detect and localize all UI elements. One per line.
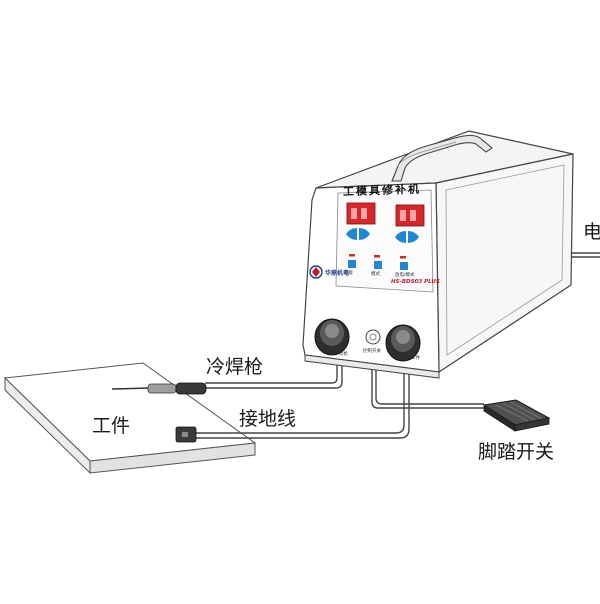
indicator-led: [374, 255, 380, 258]
foot-switch-cable: [371, 340, 484, 409]
right-knob[interactable]: [385, 324, 421, 362]
left-adjust-buttons[interactable]: [346, 228, 370, 240]
power-label: 电: [583, 221, 600, 243]
welding-gun-cable: [205, 345, 338, 384]
brand-name: 华鼎机电: [325, 270, 350, 277]
knob-left-label: 焊枪: [339, 352, 348, 357]
control-panel: [309, 189, 434, 293]
foot-pedal-icon: [482, 399, 551, 432]
knob-right-label: 工件: [411, 356, 420, 361]
indicator-led: [349, 254, 355, 257]
right-adjust-buttons[interactable]: [395, 231, 419, 243]
mode-button-1[interactable]: [348, 260, 356, 268]
model-number: HS-BDS03 PLUS: [391, 279, 440, 285]
ground-wire-label: 接地线: [239, 408, 297, 430]
left-knob[interactable]: [314, 318, 350, 356]
control-socket[interactable]: [365, 329, 381, 345]
ground-clamp-icon: [175, 426, 197, 443]
indicator-led: [400, 256, 406, 259]
welding-gun-icon: [111, 382, 207, 395]
cold-welding-gun-label: 冷焊枪: [206, 356, 264, 378]
socket-label: 控制开关: [363, 349, 381, 354]
ground-wire-cable: [196, 350, 405, 434]
workpiece-label: 工件: [92, 415, 131, 437]
button-label-2: 模式: [371, 272, 380, 277]
logo-icon: [309, 265, 323, 279]
foot-switch-label: 脚踏开关: [478, 441, 555, 463]
mode-button-3[interactable]: [400, 262, 408, 270]
button-label-3: 放电/模式: [395, 273, 415, 278]
carry-handle[interactable]: [391, 134, 493, 182]
panel-title: 工模具修补机: [343, 182, 421, 199]
mode-button-2[interactable]: [374, 261, 382, 269]
button-label-1: 焊接: [344, 271, 353, 276]
